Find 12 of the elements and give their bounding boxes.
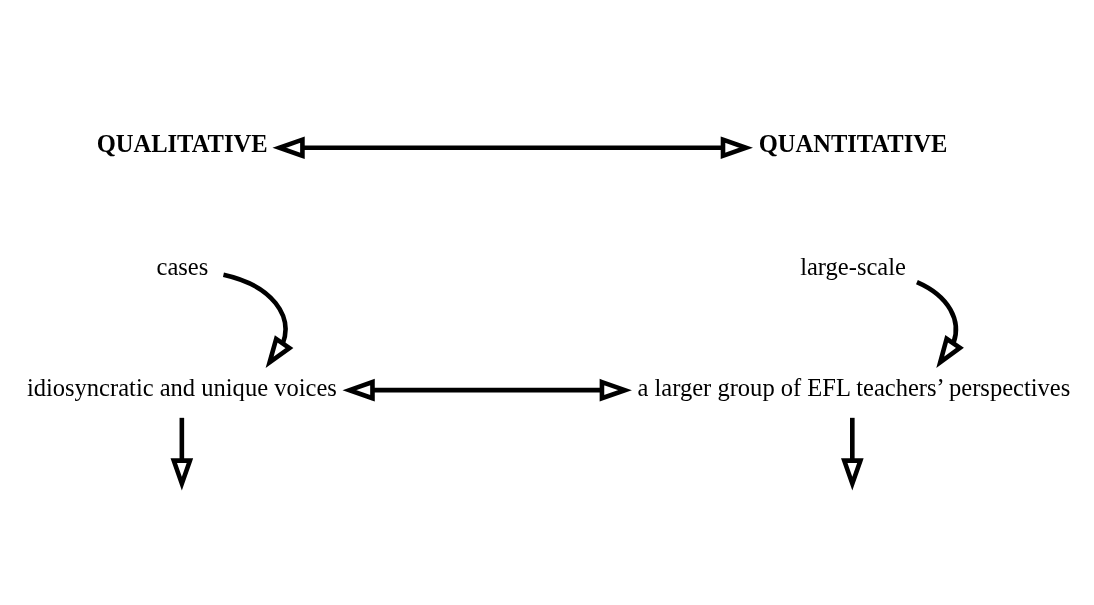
- arrow: [222, 272, 294, 369]
- node-text: a larger group of EFL teachers’ perspectives: [637, 374, 1071, 401]
- node-text: idiosyncratic and unique voices: [26, 374, 337, 401]
- arrow: [170, 417, 194, 491]
- node-text: QUALITATIVE: [96, 130, 268, 158]
- node-text: QUANTITATIVE: [758, 130, 948, 158]
- arrow: [342, 378, 632, 402]
- arrow: [841, 417, 864, 491]
- arrow: [915, 279, 964, 368]
- node-text: large-scale: [800, 252, 906, 280]
- arrow: [272, 136, 753, 160]
- node-text: cases: [156, 252, 209, 280]
